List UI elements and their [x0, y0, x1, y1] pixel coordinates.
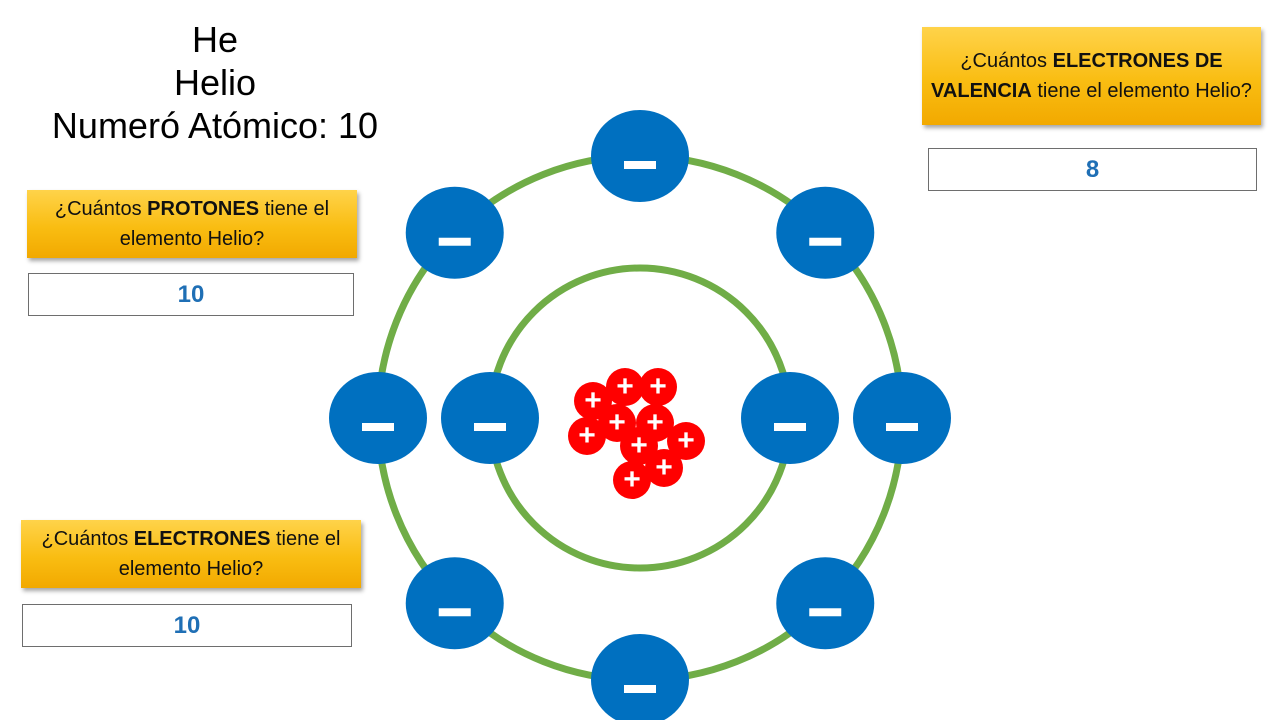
proton: +	[613, 461, 651, 499]
electrons-answer: 10	[22, 604, 352, 647]
valence-question: ¿Cuántos ELECTRONES DE VALENCIA tiene el…	[922, 27, 1261, 125]
protons-question-suffix: tiene el elemento Helio?	[119, 198, 330, 250]
electron-shell-1	[441, 372, 539, 464]
protons-question-prefix: ¿Cuántos	[54, 198, 148, 220]
protons-question: ¿Cuántos PROTONES tiene el elemento Heli…	[27, 190, 357, 258]
electron-shell-2	[776, 557, 875, 650]
protons-answer: 10	[28, 273, 354, 316]
proton: +	[620, 427, 658, 465]
electrons-question: ¿Cuántos ELECTRONES tiene el elemento He…	[21, 520, 361, 588]
svg-text:+: +	[616, 370, 634, 403]
svg-text:+: +	[608, 406, 626, 439]
valence-answer: 8	[928, 148, 1257, 191]
proton: +	[639, 368, 677, 406]
proton: +	[574, 382, 612, 420]
electron-shell-2	[776, 186, 875, 279]
electrons-question-prefix: ¿Cuántos	[41, 528, 134, 550]
atomic-number: Numeró Atómico: 10	[51, 105, 379, 146]
svg-text:+: +	[655, 451, 673, 484]
electron-shell-1	[741, 372, 839, 464]
element-symbol: He	[191, 19, 239, 60]
proton: +	[568, 417, 606, 455]
valence-question-bold: ELECTRONES DE VALENCIA	[931, 50, 1223, 102]
electrons-question-bold: ELECTRONES	[133, 528, 271, 550]
electron-shell-2	[405, 557, 504, 650]
electron-shell-2	[405, 186, 504, 279]
svg-text:+: +	[677, 424, 695, 457]
valence-question-prefix: ¿Cuántos	[960, 50, 1053, 72]
svg-text:+: +	[578, 419, 596, 452]
svg-text:+: +	[649, 370, 667, 403]
valence-question-suffix: tiene el elemento Helio?	[1031, 80, 1252, 102]
element-name: Helio	[173, 62, 257, 103]
proton: +	[645, 449, 683, 487]
svg-text:+: +	[623, 463, 641, 496]
electron-shell-2	[591, 634, 689, 720]
proton: +	[667, 422, 705, 460]
electron-shell-2	[591, 110, 689, 202]
svg-text:+: +	[630, 429, 648, 462]
electrons-question-suffix: tiene el elemento Helio?	[118, 528, 341, 580]
electron-shell-2	[853, 372, 951, 464]
electron-shell-2	[329, 372, 427, 464]
svg-text:+: +	[584, 384, 602, 417]
protons-question-bold: PROTONES	[147, 198, 260, 220]
proton: +	[606, 368, 644, 406]
svg-text:+: +	[646, 406, 664, 439]
element-title: He Helio Numeró Atómico: 10	[20, 18, 410, 147]
